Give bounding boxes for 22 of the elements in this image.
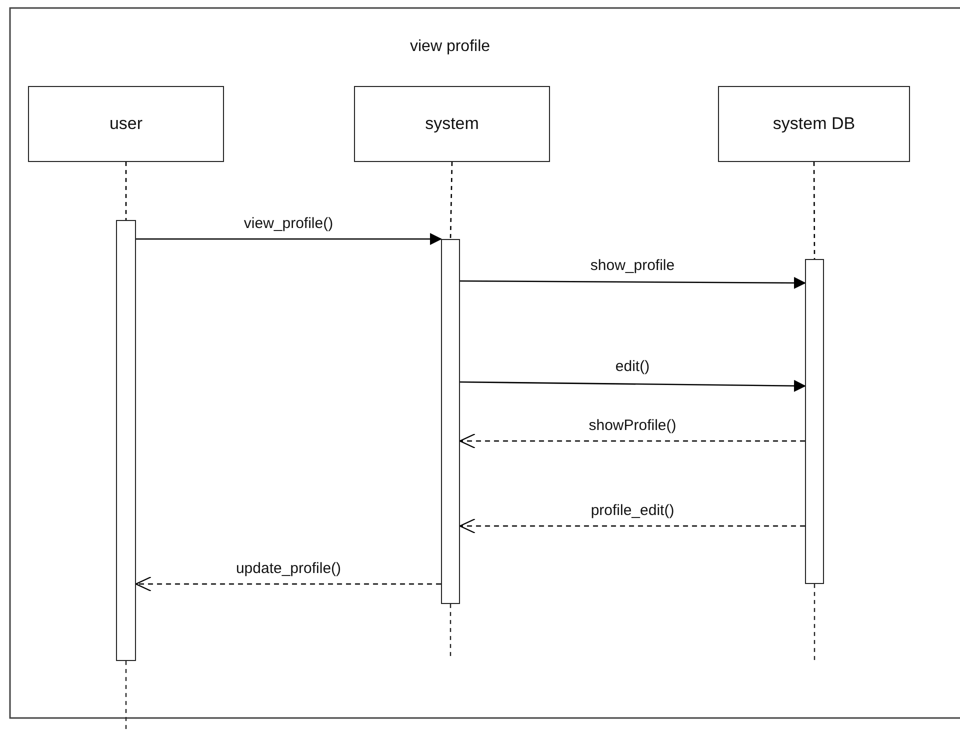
lifeline	[125, 162, 127, 220]
lifeline	[813, 162, 816, 259]
diagram-title: view profile	[410, 38, 490, 56]
message-label: update_profile()	[236, 560, 342, 577]
activation-bar	[805, 259, 824, 584]
return-arrow	[459, 518, 805, 534]
return-arrow	[459, 433, 805, 449]
message-label: edit()	[615, 358, 650, 375]
message-label: show_profile	[590, 257, 675, 274]
message-arrow	[136, 233, 442, 245]
message-label: view_profile()	[244, 215, 334, 232]
message-arrow	[460, 276, 806, 289]
participant-box: system DB	[718, 86, 910, 162]
participant-box: user	[28, 86, 224, 162]
message-label: showProfile()	[588, 417, 676, 434]
participant-box: system	[354, 86, 550, 162]
return-arrow	[135, 576, 441, 592]
message-arrow	[460, 380, 806, 392]
activation-bar	[116, 220, 136, 661]
lifeline	[450, 162, 453, 240]
activation-bar	[441, 239, 460, 604]
message-label: profile_edit()	[590, 502, 674, 519]
